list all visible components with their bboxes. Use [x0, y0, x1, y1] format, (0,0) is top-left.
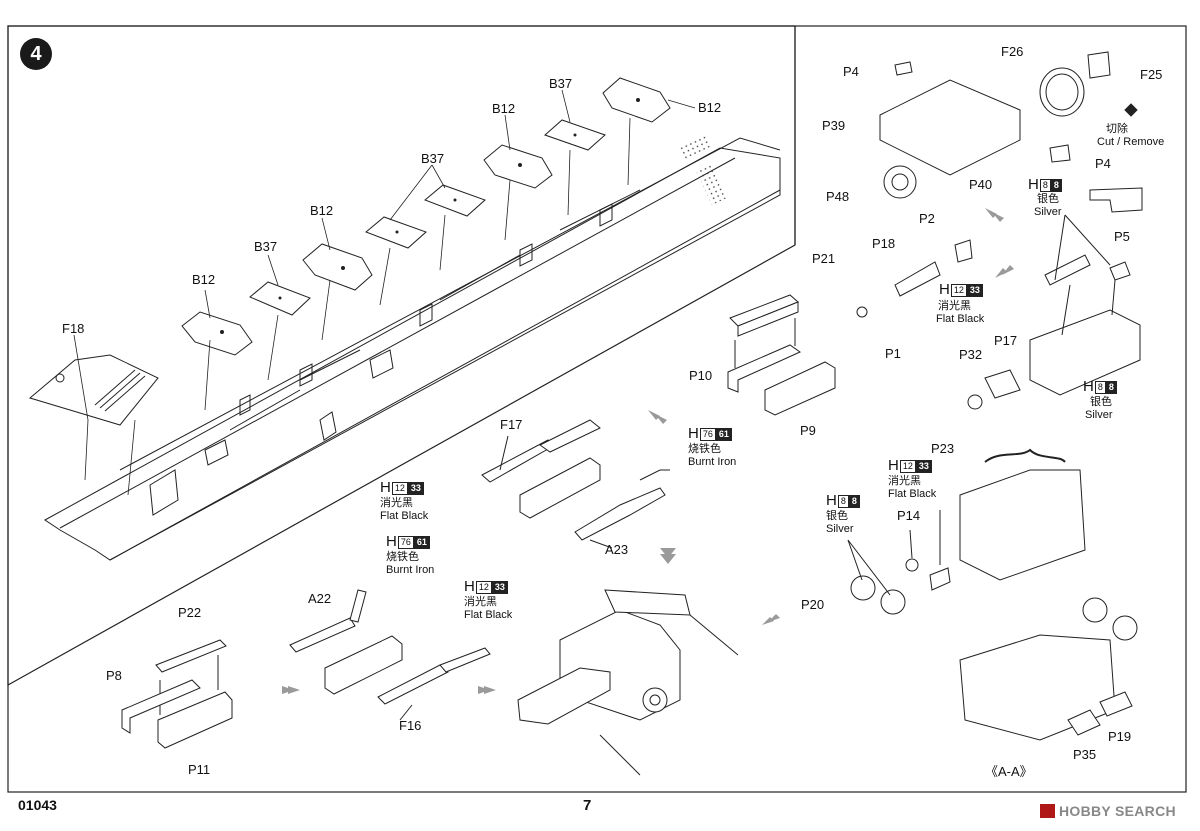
part-label-p4: P4	[843, 64, 859, 79]
exhaust-a22-f16	[289, 589, 491, 721]
paint-name-zh: 烧铁色	[688, 443, 721, 455]
flow-arrows	[282, 208, 1014, 694]
paint-name-en: Burnt Iron	[386, 564, 435, 576]
part-label-p18: P18	[872, 236, 896, 251]
paint-name-en: Flat Black	[888, 488, 937, 500]
part-label-p4: P4	[1095, 156, 1111, 171]
part-label-p8: P8	[106, 668, 122, 683]
part-label-p10: P10	[689, 368, 713, 383]
part-label-p21: P21	[812, 251, 836, 266]
part-label-p14: P14	[897, 508, 921, 523]
part-label-a23: A23	[605, 542, 629, 557]
part-label-p11: P11	[188, 762, 211, 777]
paint-name-en: Silver	[1085, 409, 1113, 421]
paint-name-en: Silver	[1034, 206, 1062, 218]
part-label-p9: P9	[800, 423, 816, 438]
engine-center	[517, 589, 739, 776]
paint-name-zh: 消光黑	[464, 596, 497, 608]
engine-upper-right	[856, 51, 1143, 410]
watermark-text: HOBBY SEARCH	[1059, 803, 1176, 819]
part-label-p39: P39	[822, 118, 846, 133]
part-label-p23: P23	[931, 441, 955, 456]
leader-lines	[73, 89, 696, 496]
part-label-b12: B12	[492, 101, 516, 116]
part-label-p20: P20	[801, 597, 825, 612]
paint-name-zh: 消光黑	[888, 475, 921, 487]
part-label-p48: P48	[826, 189, 850, 204]
watermark-logo-icon	[1040, 804, 1055, 818]
part-label-p2: P2	[919, 211, 935, 226]
cut-note-zh: 切除	[1106, 123, 1128, 135]
paint-name-zh: 银色	[1037, 193, 1059, 205]
rail-p22-box	[121, 639, 233, 749]
cut-note-en: Cut / Remove	[1097, 136, 1165, 148]
paint-name-zh: 消光黑	[938, 300, 971, 312]
paint-name-en: Silver	[826, 523, 854, 535]
part-label-p40: P40	[969, 177, 993, 192]
paint-name-zh: 银色	[1090, 396, 1112, 408]
engine-lower-right	[847, 448, 1138, 741]
paint-name-en: Flat Black	[936, 313, 985, 325]
part-label-p22: P22	[178, 605, 202, 620]
rail-p21-box	[727, 294, 836, 416]
part-label-p35: P35	[1073, 747, 1097, 762]
part-label-f18: F18	[62, 321, 85, 336]
part-label-a22: A22	[308, 591, 332, 606]
chassis-hull	[44, 134, 781, 561]
paint-name-en: Burnt Iron	[688, 456, 737, 468]
part-label-p1: P1	[885, 346, 901, 361]
paint-name-zh: 烧铁色	[386, 551, 419, 563]
part-label-p5: P5	[1114, 229, 1130, 244]
step-frame	[7, 25, 1187, 793]
paint-name-en: Flat Black	[380, 510, 429, 522]
part-label-b12: B12	[192, 272, 216, 287]
part-label-f25: F25	[1140, 67, 1163, 82]
part-label-b12: B12	[310, 203, 334, 218]
section-caption: 《A-A》	[985, 764, 1033, 779]
part-label-b37: B37	[254, 239, 278, 254]
part-label-f26: F26	[1001, 44, 1024, 59]
rail-f17	[481, 419, 670, 549]
paint-name-en: Flat Black	[464, 609, 513, 621]
paint-name-zh: 银色	[826, 510, 848, 522]
part-label-f17: F17	[500, 417, 523, 432]
part-label-p19: P19	[1108, 729, 1132, 744]
part-label-b37: B37	[421, 151, 445, 166]
paint-name-zh: 消光黑	[380, 497, 413, 509]
plate-f18	[28, 354, 159, 426]
part-label-b37: B37	[549, 76, 573, 91]
part-label-f16: F16	[399, 718, 422, 733]
armor-plates	[181, 77, 671, 356]
part-label-p32: P32	[959, 347, 983, 362]
kit-number: 01043	[18, 797, 57, 813]
part-label-p17: P17	[994, 333, 1018, 348]
page-number: 7	[583, 797, 592, 814]
part-label-b12: B12	[698, 100, 722, 115]
watermark: HOBBY SEARCH	[1040, 803, 1176, 819]
step-number-badge: 4	[20, 38, 52, 70]
